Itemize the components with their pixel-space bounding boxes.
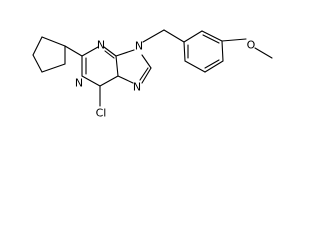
bond [254, 47, 273, 59]
bond [104, 50, 115, 59]
bond [41, 36, 66, 47]
bond [141, 67, 152, 84]
bond [202, 34, 220, 44]
bond [32, 36, 43, 56]
atom-label-n7: N [133, 81, 141, 94]
bond [163, 29, 185, 43]
bond [142, 29, 165, 43]
chemical-structure-diagram: N N N N Cl O [32, 29, 273, 120]
bond [221, 38, 247, 42]
bonds [32, 29, 273, 107]
atom-label-n3: N [97, 39, 105, 52]
bond [99, 75, 119, 87]
bond [103, 46, 117, 57]
atom-label-cl: Cl [96, 107, 107, 120]
bond [201, 30, 223, 42]
bond [139, 67, 149, 81]
atom-label-n1: N [75, 77, 83, 90]
bond [204, 60, 224, 73]
atom-label-n9: N [135, 40, 143, 53]
bond [115, 55, 119, 77]
bond [64, 45, 83, 57]
bond [183, 30, 203, 43]
bond [141, 54, 152, 69]
atom-labels: N N N N Cl O [75, 39, 256, 120]
bond [32, 54, 43, 73]
bond [41, 63, 66, 73]
bond [183, 41, 186, 62]
atom-label-o: O [247, 39, 256, 52]
bond [204, 59, 220, 69]
bond [115, 49, 135, 57]
bond [221, 40, 224, 62]
bond [117, 75, 134, 84]
bond [81, 46, 99, 57]
bond [184, 60, 206, 73]
bond [81, 75, 101, 87]
